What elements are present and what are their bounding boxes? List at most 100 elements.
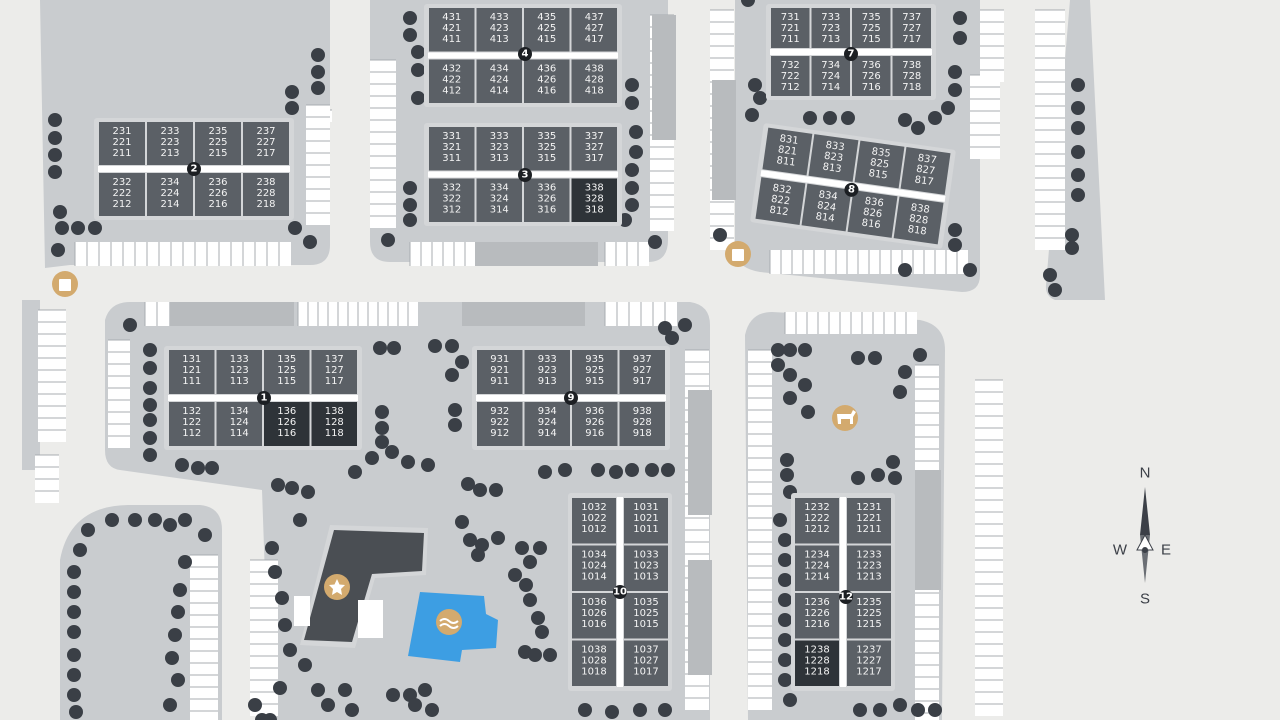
- unit[interactable]: [243, 122, 289, 165]
- unit[interactable]: [476, 178, 523, 223]
- unit[interactable]: [195, 173, 241, 216]
- unit[interactable]: [854, 140, 905, 189]
- unit[interactable]: [624, 640, 668, 687]
- building-4[interactable]: 4314214114334234134354254154374274174324…: [424, 4, 622, 107]
- building-1[interactable]: 1311211111331231131351251151371271171321…: [164, 346, 362, 450]
- unit[interactable]: [619, 402, 666, 446]
- unit-number: 138: [325, 406, 344, 417]
- building-9[interactable]: 9319219119339239139359259159379279179329…: [472, 346, 670, 450]
- unit[interactable]: [808, 134, 859, 182]
- unit[interactable]: [169, 402, 215, 446]
- unit[interactable]: [847, 640, 891, 687]
- unit-number: 734: [821, 60, 840, 71]
- building-12[interactable]: 1232122212121231122112111234122412141233…: [791, 493, 895, 691]
- trash-icon[interactable]: [52, 271, 78, 297]
- unit[interactable]: [572, 640, 616, 687]
- unit[interactable]: [771, 8, 810, 48]
- unit[interactable]: [429, 178, 475, 223]
- tree: [1071, 121, 1085, 135]
- unit[interactable]: [311, 402, 358, 446]
- unit[interactable]: [572, 402, 618, 446]
- unit[interactable]: [893, 196, 944, 245]
- unit[interactable]: [795, 593, 839, 639]
- unit[interactable]: [429, 8, 475, 52]
- unit[interactable]: [624, 545, 668, 592]
- clubhouse-star-icon[interactable]: [324, 574, 350, 600]
- unit[interactable]: [571, 59, 618, 104]
- unit[interactable]: [264, 402, 310, 446]
- unit[interactable]: [847, 190, 898, 238]
- unit[interactable]: [801, 183, 852, 232]
- unit[interactable]: [572, 545, 616, 592]
- unit[interactable]: [847, 545, 891, 592]
- unit[interactable]: [811, 8, 851, 48]
- tree: [491, 531, 505, 545]
- unit[interactable]: [264, 350, 310, 394]
- unit[interactable]: [524, 127, 570, 171]
- unit[interactable]: [216, 402, 263, 446]
- unit[interactable]: [195, 122, 241, 165]
- unit[interactable]: [619, 350, 666, 394]
- unit[interactable]: [571, 8, 618, 52]
- unit[interactable]: [795, 545, 839, 592]
- unit[interactable]: [524, 178, 570, 223]
- unit[interactable]: [624, 498, 668, 544]
- unit[interactable]: [771, 56, 810, 96]
- unit[interactable]: [216, 350, 263, 394]
- building-2[interactable]: 2312212112332232132352252152372272172322…: [94, 118, 294, 220]
- pool-icon[interactable]: [436, 609, 462, 635]
- unit-number: 718: [902, 82, 921, 93]
- unit[interactable]: [524, 59, 570, 104]
- unit[interactable]: [477, 350, 523, 394]
- building-3[interactable]: 3313213113333233133353253153373273173323…: [424, 123, 622, 226]
- unit[interactable]: [847, 498, 891, 544]
- unit[interactable]: [571, 178, 618, 223]
- unit[interactable]: [429, 59, 475, 104]
- unit[interactable]: [892, 56, 932, 96]
- unit[interactable]: [852, 8, 891, 48]
- unit[interactable]: [900, 147, 951, 195]
- unit[interactable]: [147, 122, 193, 165]
- unit[interactable]: [572, 593, 616, 639]
- building-10[interactable]: 1032102210121031102110111034102410141033…: [568, 493, 672, 691]
- unit[interactable]: [795, 498, 839, 544]
- unit[interactable]: [476, 59, 523, 104]
- unit[interactable]: [476, 127, 523, 171]
- tree: [288, 221, 302, 235]
- clubhouse[interactable]: [294, 525, 428, 648]
- unit[interactable]: [524, 8, 570, 52]
- unit-number: 237: [256, 126, 275, 137]
- unit-number: 215: [208, 148, 227, 159]
- tree: [71, 221, 85, 235]
- unit[interactable]: [477, 402, 523, 446]
- tree: [275, 591, 289, 605]
- unit[interactable]: [892, 8, 932, 48]
- unit[interactable]: [429, 127, 475, 171]
- dog-park-icon[interactable]: [832, 405, 858, 431]
- unit[interactable]: [99, 122, 145, 165]
- unit[interactable]: [811, 56, 851, 96]
- unit[interactable]: [243, 173, 289, 216]
- building-number-badge: [839, 590, 853, 604]
- unit[interactable]: [169, 350, 215, 394]
- unit[interactable]: [99, 173, 145, 216]
- unit[interactable]: [147, 173, 193, 216]
- unit[interactable]: [311, 350, 358, 394]
- trash-icon[interactable]: [725, 241, 751, 267]
- building-7[interactable]: 7317217117337237137357257157377277177327…: [766, 4, 936, 100]
- tree: [773, 513, 787, 527]
- unit[interactable]: [572, 498, 616, 544]
- unit[interactable]: [755, 177, 806, 225]
- unit[interactable]: [476, 8, 523, 52]
- unit-number: 1234: [804, 550, 829, 561]
- unit[interactable]: [852, 56, 891, 96]
- unit[interactable]: [524, 402, 571, 446]
- unit[interactable]: [795, 640, 839, 687]
- unit[interactable]: [572, 350, 618, 394]
- unit[interactable]: [847, 593, 891, 639]
- unit[interactable]: [624, 593, 668, 639]
- building-8[interactable]: 8318218118338238138358258158378278178328…: [750, 123, 956, 249]
- unit[interactable]: [524, 350, 571, 394]
- unit[interactable]: [571, 127, 618, 171]
- unit[interactable]: [762, 127, 813, 176]
